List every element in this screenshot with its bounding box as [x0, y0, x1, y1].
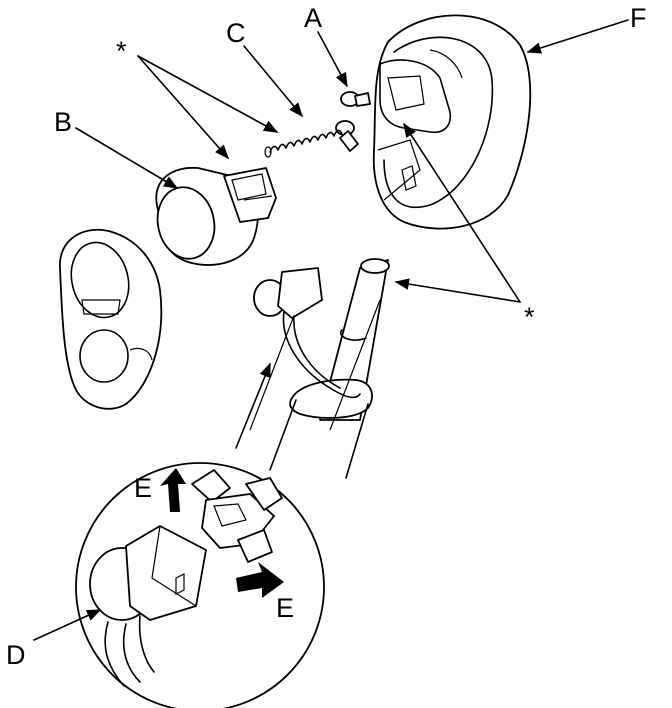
cover-housing: [59, 228, 163, 410]
release-arrow-lower: [236, 562, 284, 598]
label-a: A: [304, 3, 322, 33]
detail-circle: [75, 362, 325, 708]
leader-lines: [33, 19, 629, 641]
label-e-lower: E: [276, 593, 294, 623]
label-c: C: [226, 18, 246, 48]
label-asterisk-upper: *: [116, 36, 127, 66]
label-asterisk-right: *: [524, 302, 535, 332]
label-b: B: [54, 107, 72, 137]
release-arrow-upper: [160, 468, 186, 512]
switch-housing-f: [372, 14, 532, 230]
screws-a: [335, 91, 371, 152]
cap-b: [155, 166, 277, 266]
steering-column: [249, 258, 390, 479]
label-d: D: [6, 640, 26, 670]
label-f: F: [630, 3, 647, 33]
spring-c: [264, 129, 343, 158]
label-e-upper: E: [134, 473, 152, 503]
switch-with-wire: [253, 267, 361, 399]
